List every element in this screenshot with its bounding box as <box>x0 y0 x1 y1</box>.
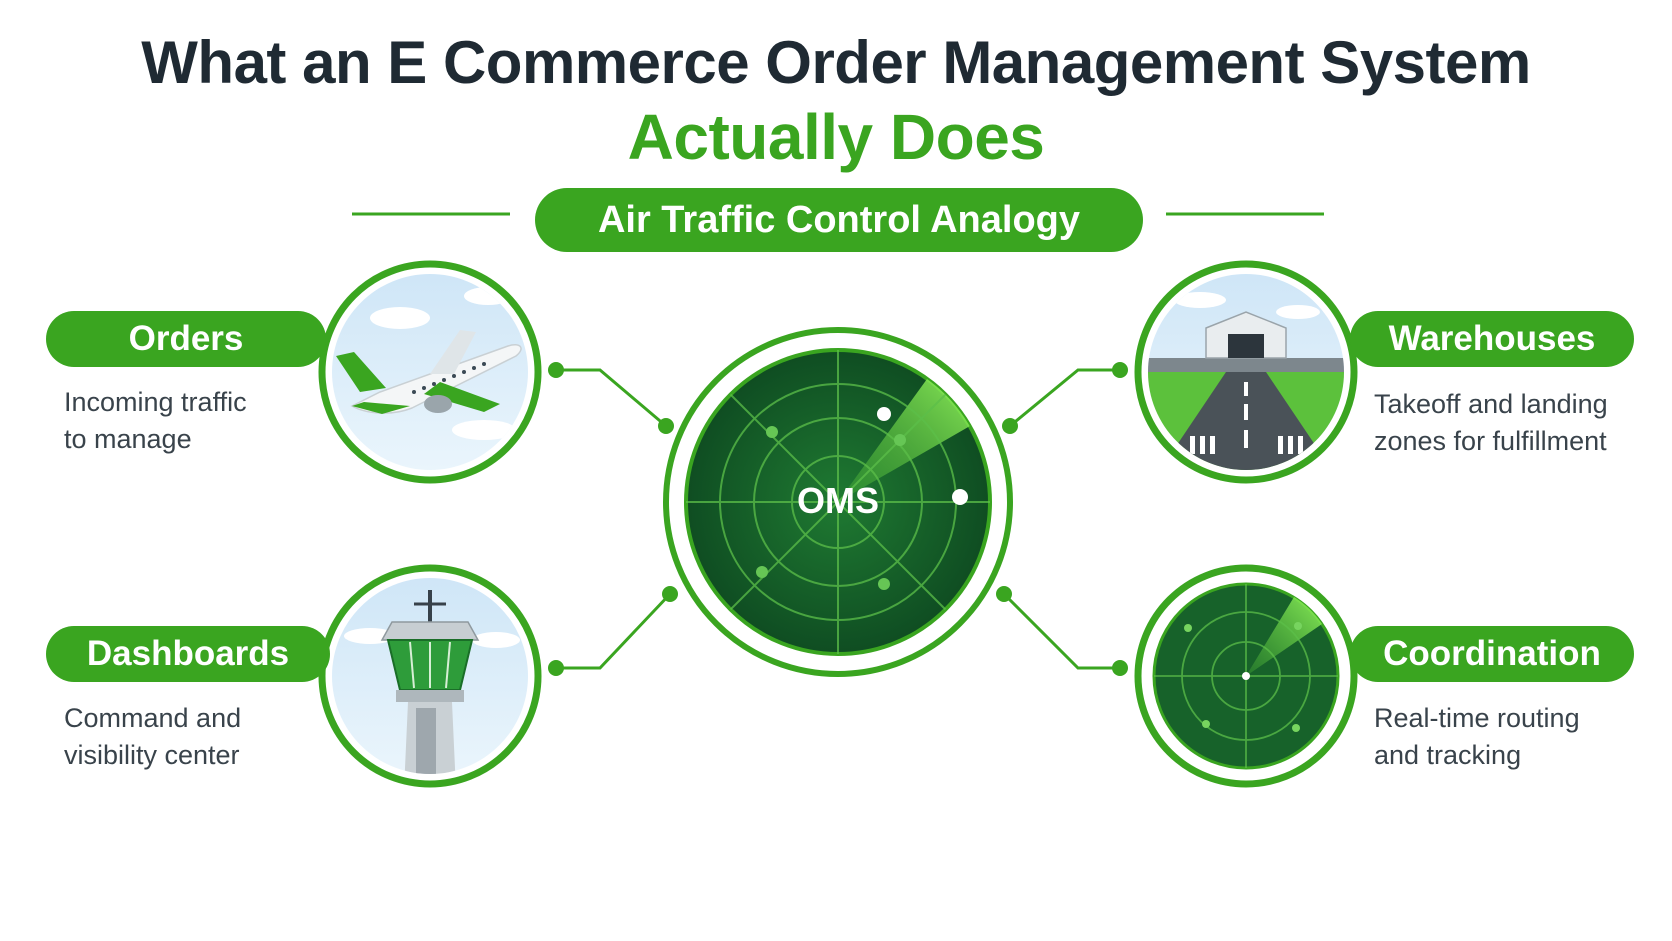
control-tower-icon <box>318 564 542 788</box>
orders-desc-line-2: to manage <box>64 424 192 454</box>
connector-dots <box>548 362 1128 676</box>
orders-pill: Orders <box>46 311 326 367</box>
subtitle-pill: Air Traffic Control Analogy <box>535 188 1143 252</box>
warehouses-desc-line-2: zones for fulfillment <box>1374 426 1607 456</box>
title-line-1: What an E Commerce Order Management Syst… <box>141 29 1531 96</box>
center-label: OMS <box>796 480 879 521</box>
warehouses-pill: Warehouses <box>1350 311 1634 367</box>
hangar-runway-icon <box>1134 260 1358 484</box>
coordination-desc-line-2: and tracking <box>1374 740 1522 770</box>
orders-desc-line-1: Incoming traffic <box>64 387 247 417</box>
title-line-2: Actually Does <box>627 101 1045 173</box>
coordination-desc-line-1: Real-time routing <box>1374 703 1580 733</box>
coordination-pill: Coordination <box>1350 626 1634 682</box>
orders-description: Incoming traffic to manage <box>64 384 247 458</box>
dashboards-pill: Dashboards <box>46 626 330 682</box>
coordination-description: Real-time routing and tracking <box>1374 700 1580 774</box>
airplane-icon <box>318 260 542 484</box>
oms-radar-icon <box>663 327 1013 677</box>
warehouses-description: Takeoff and landing zones for fulfillmen… <box>1374 386 1608 460</box>
radar-icon <box>1134 564 1358 788</box>
dashboards-description: Command and visibility center <box>64 700 241 774</box>
dashboards-desc-line-1: Command and <box>64 703 242 733</box>
warehouses-desc-line-1: Takeoff and landing <box>1374 389 1608 419</box>
dashboards-desc-line-2: visibility center <box>64 740 240 770</box>
connectors <box>556 368 1120 670</box>
